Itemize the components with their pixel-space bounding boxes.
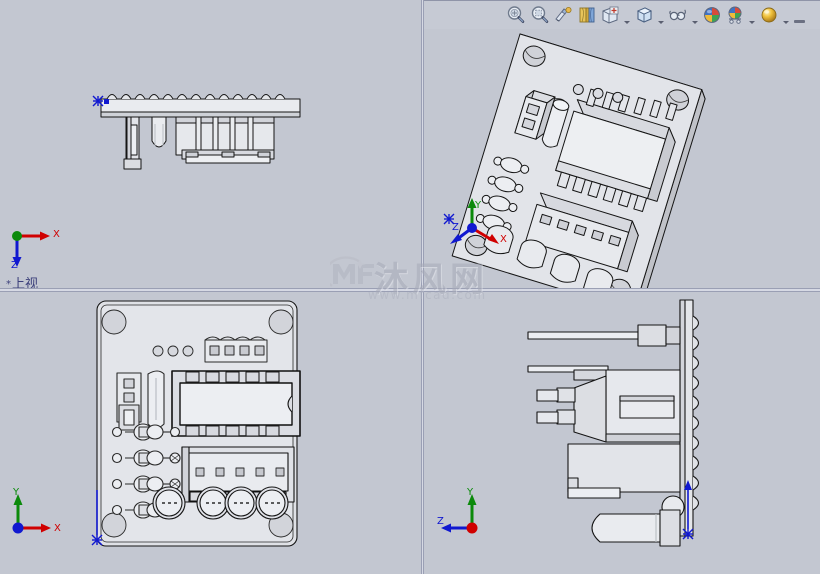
apply-scene-button[interactable] (701, 3, 723, 27)
right-view-drawing (527, 299, 700, 547)
viewport-top-left[interactable]: X Z *上视 (0, 0, 421, 289)
svg-text:Y: Y (12, 488, 20, 498)
triad-right-view: Y Z (436, 488, 506, 548)
viewport-bottom-left[interactable]: Y X *前视 (0, 292, 421, 574)
view-orientation-icon (579, 7, 595, 23)
svg-text:Z: Z (437, 516, 444, 527)
zoom-to-area-button[interactable] (529, 3, 551, 27)
glasses-icon (669, 9, 686, 21)
minimize-icon (794, 20, 806, 23)
rollback-restore-dropdown-caret[interactable] (782, 2, 790, 29)
svg-text:Y: Y (466, 488, 474, 498)
view-label-prefix: * (6, 279, 11, 289)
origin-marker (443, 213, 455, 225)
hide-show-items-button[interactable] (633, 3, 655, 27)
edit-appearance-button[interactable] (724, 3, 746, 27)
origin-marker (92, 95, 109, 107)
display-style-icon (602, 6, 619, 24)
viewport-label-top: *上视 (6, 273, 38, 289)
svg-text:X: X (54, 523, 61, 534)
view-settings-button[interactable] (667, 3, 689, 27)
display-style-button[interactable] (600, 3, 622, 27)
magnifier-area-icon (531, 6, 548, 23)
triad-isometric: Y X Z (450, 196, 520, 256)
color-sphere-icon (703, 7, 720, 23)
viewport-top-right[interactable]: Y X Z (424, 0, 820, 289)
section-knife-icon (555, 7, 572, 22)
svg-text:Z: Z (11, 260, 18, 270)
appearance-cart-icon (728, 6, 742, 24)
view-orientation-button[interactable] (576, 3, 598, 27)
front-view-drawing (91, 300, 301, 547)
viewport-splitter-horizontal[interactable] (0, 288, 820, 292)
hide-show-items-dropdown-caret[interactable] (657, 2, 665, 29)
section-view-button[interactable] (552, 3, 574, 27)
triad-front-view: Y X (4, 488, 74, 548)
zoom-to-fit-button[interactable] (505, 3, 527, 27)
origin-marker (91, 490, 103, 546)
magnifier-fit-icon (507, 6, 525, 23)
origin-marker (682, 480, 694, 540)
svg-text:X: X (53, 229, 60, 240)
display-style-dropdown-caret[interactable] (623, 2, 631, 29)
triad-top-view: X Z (4, 224, 74, 284)
edit-appearance-dropdown-caret[interactable] (748, 2, 756, 29)
top-view-drawing (92, 94, 301, 170)
view-settings-dropdown-caret[interactable] (691, 2, 699, 29)
svg-text:X: X (500, 234, 507, 245)
view-label-text: 上视 (12, 277, 39, 289)
view-heads-up-toolbar (424, 0, 820, 29)
viewport-bottom-right[interactable]: Y Z *右视 (424, 292, 820, 574)
svg-text:Z: Z (452, 222, 459, 233)
viewport-splitter-vertical[interactable] (421, 0, 424, 574)
minimize-toolbar-button[interactable] (792, 3, 808, 27)
rollback-restore-button[interactable] (758, 3, 780, 27)
gold-sphere-icon (761, 7, 777, 23)
isometric-view-drawing (443, 33, 706, 289)
cube-hide-show-icon (637, 7, 653, 23)
svg-text:Y: Y (474, 200, 482, 211)
